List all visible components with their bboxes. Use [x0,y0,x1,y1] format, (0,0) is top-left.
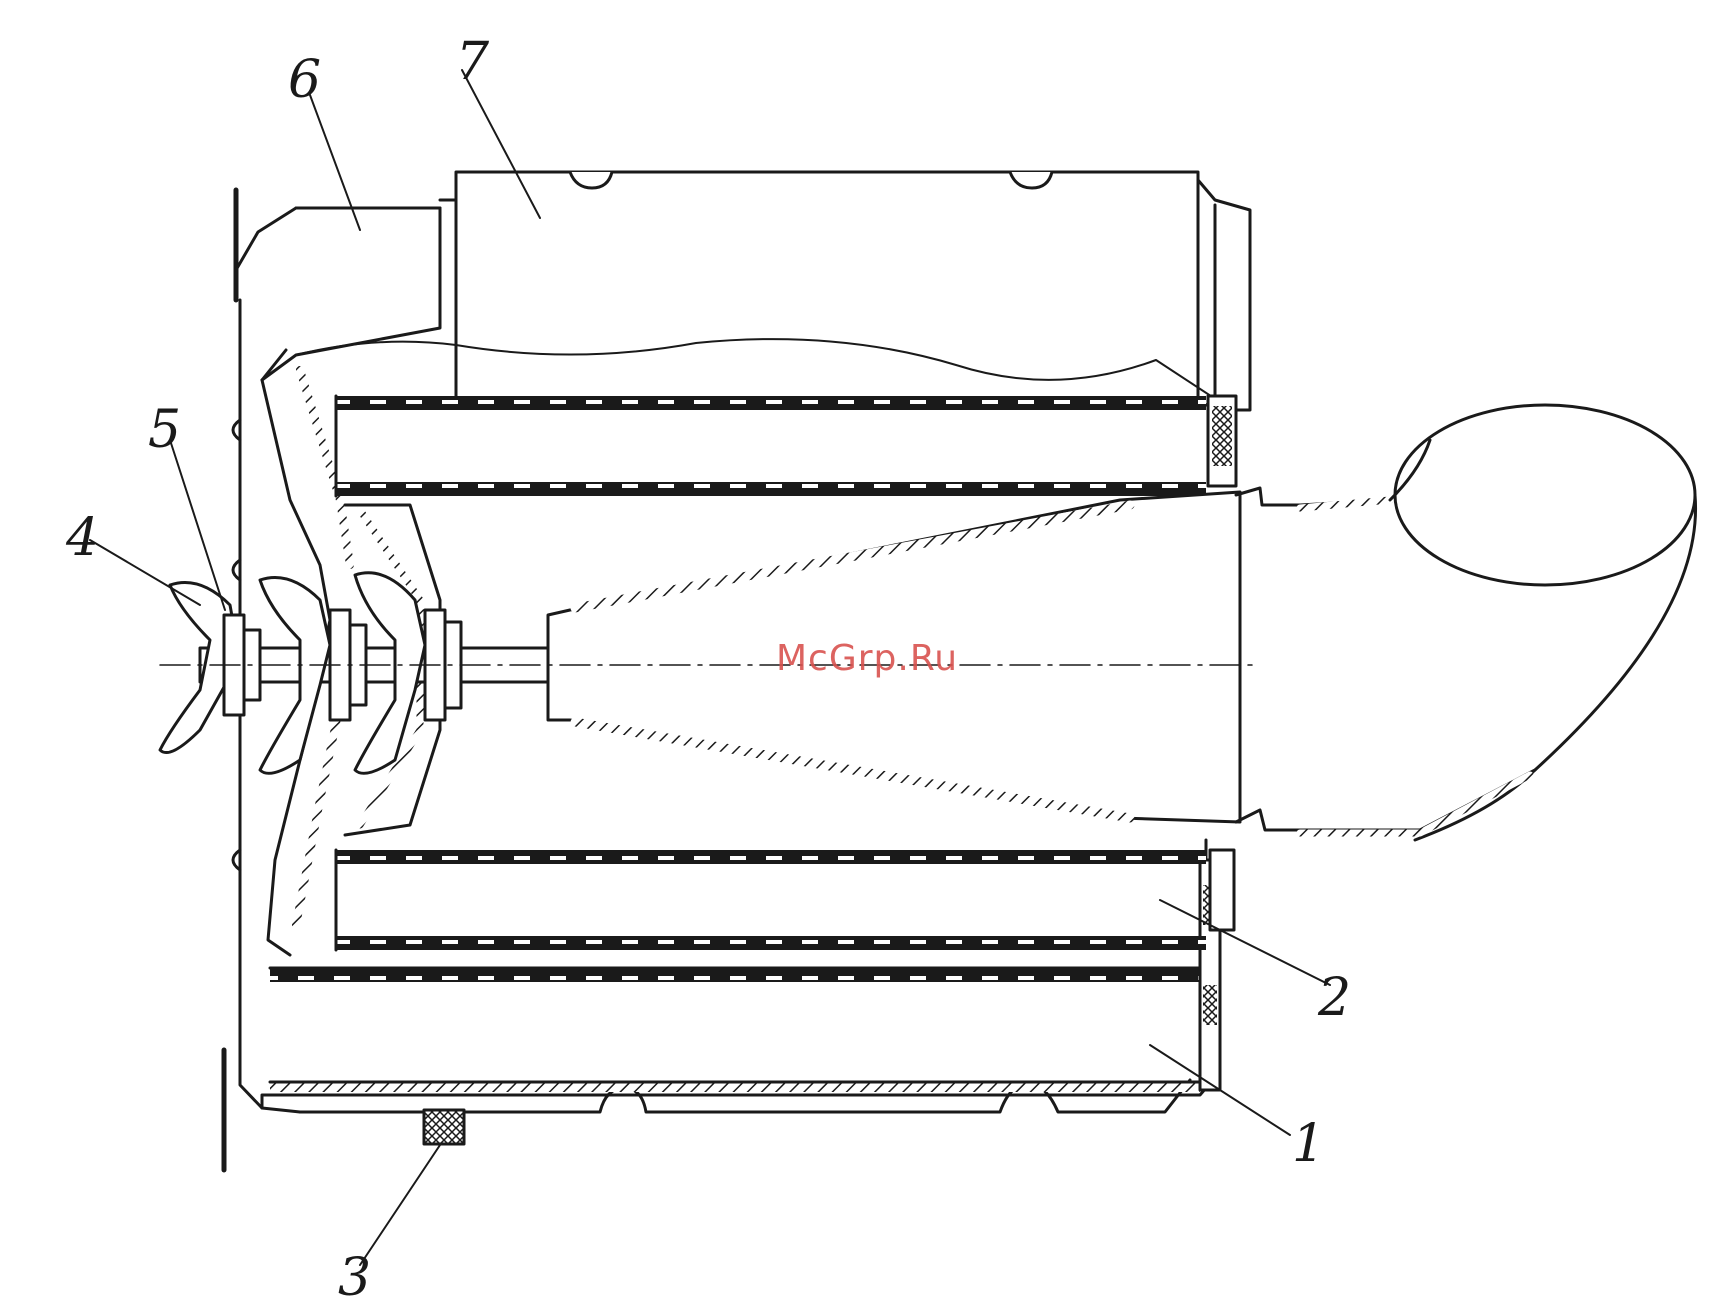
seal-ring [424,1110,464,1144]
callout-7: 7 [456,36,489,88]
top-cover [262,172,1250,410]
wing-nut-4 [160,583,260,753]
callout-6: 6 [288,54,321,106]
callout-3: 3 [338,1252,371,1304]
outlet-pipe [1236,405,1696,840]
watermark-text: McGrp.Ru [776,638,958,679]
callout-1: 1 [1292,1118,1325,1170]
callout-2: 2 [1318,972,1351,1024]
filter-element-outer [270,860,1220,1092]
callout-5: 5 [148,404,181,456]
callout-4: 4 [66,512,99,564]
